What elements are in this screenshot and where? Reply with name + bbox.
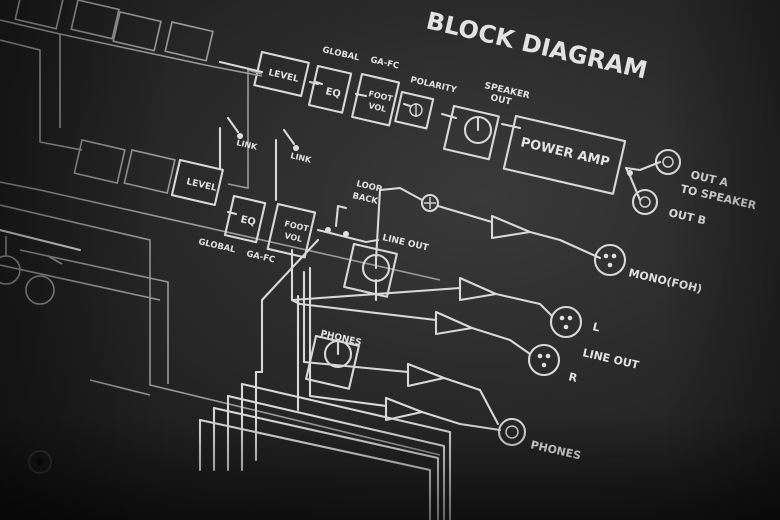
polarity-switch	[394, 90, 435, 130]
svg-text:EQ: EQ	[324, 86, 341, 100]
out-b-jack	[631, 188, 659, 216]
preamp-section: LEVEL LEVEL LINK LINK	[0, 0, 441, 456]
phones-r-buffer	[384, 396, 424, 422]
link-label-2: LINK	[290, 151, 313, 165]
power-amp-label: POWER AMP	[519, 135, 611, 170]
diagram-title: BLOCK DIAGRAM	[424, 7, 650, 85]
link-label-1: LINK	[236, 138, 259, 152]
input-section	[0, 236, 169, 384]
svg-text:MONO(FOH): MONO(FOH)	[627, 266, 703, 296]
svg-text:L: L	[591, 320, 601, 334]
line-out-l-buffer	[458, 276, 498, 302]
upper-chain: GLOBAL GA-FC EQ FOOT VOL POLARITY SPEAKE…	[218, 45, 758, 227]
line-out-r-xlr	[527, 343, 561, 377]
svg-text:GA-FC: GA-FC	[245, 249, 276, 265]
svg-text:R: R	[567, 370, 579, 385]
phones-l-buffer	[406, 362, 446, 388]
svg-text:LINE OUT: LINE OUT	[381, 233, 430, 254]
svg-text:LEVEL: LEVEL	[267, 68, 299, 85]
svg-text:GLOBAL: GLOBAL	[197, 237, 237, 255]
svg-text:BACK: BACK	[351, 191, 379, 207]
svg-text:POLARITY: POLARITY	[409, 75, 458, 96]
mono-buffer	[490, 214, 532, 240]
svg-text:GLOBAL: GLOBAL	[321, 45, 361, 63]
mono-foh-xlr	[593, 243, 627, 277]
svg-text:VOL: VOL	[368, 101, 388, 114]
svg-text:OUT B: OUT B	[667, 206, 707, 227]
line-out-l-xlr	[549, 305, 583, 339]
line-out-r-buffer	[434, 310, 474, 336]
svg-text:LINE OUT: LINE OUT	[581, 346, 640, 372]
svg-text:VOL: VOL	[284, 231, 304, 244]
phones-jack	[497, 417, 527, 447]
svg-text:LEVEL: LEVEL	[185, 177, 217, 194]
svg-text:EQ: EQ	[239, 214, 256, 228]
svg-text:GA-FC: GA-FC	[369, 55, 400, 71]
svg-text:PHONES: PHONES	[529, 438, 582, 462]
